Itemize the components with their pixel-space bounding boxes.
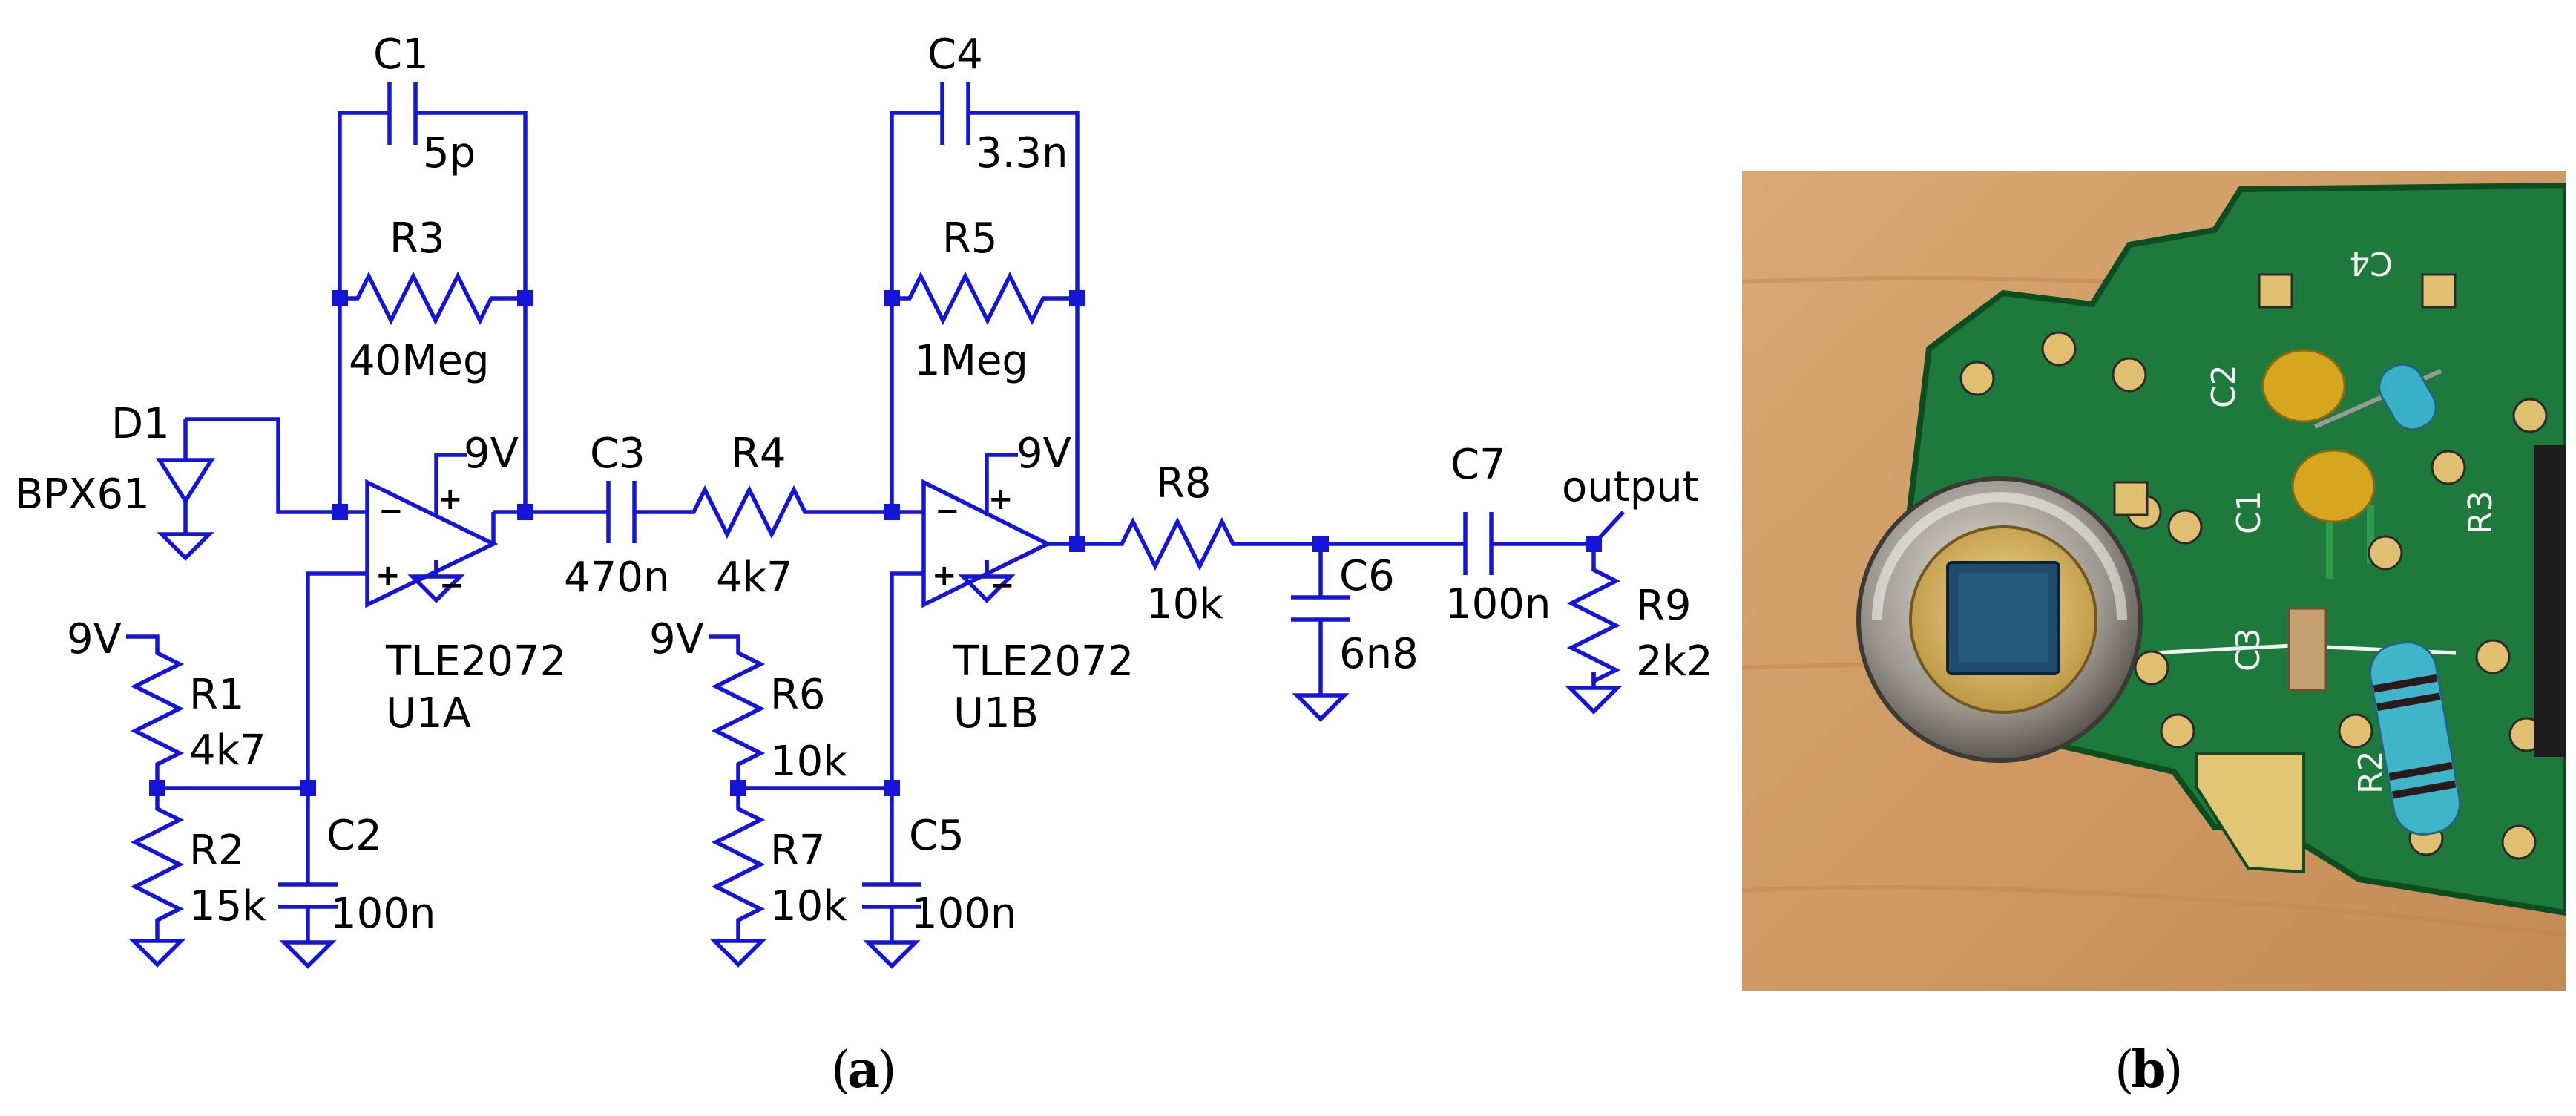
photodiode-d1: [155, 417, 340, 518]
r8-ref: R8: [1156, 459, 1212, 508]
u1b-part: TLE2072: [953, 637, 1134, 686]
r4-value: 4k7: [716, 554, 793, 602]
d1-part: BPX61: [15, 470, 150, 519]
pcb-silkscreen: R3: [2462, 490, 2500, 534]
c2-value: 100n: [330, 890, 436, 938]
opamp-plus-sign: +: [932, 559, 957, 593]
caption-a-letter: a: [847, 1040, 880, 1100]
r6-supply: 9V: [649, 615, 704, 663]
opamp-minus-sign: −: [935, 494, 960, 528]
opamp-plus-sign: +: [375, 559, 401, 593]
bias-network-2: [709, 634, 921, 926]
caption-b: ( b ): [2115, 1040, 2184, 1100]
c5-value: 100n: [911, 890, 1016, 938]
pcb-silkscreen: C3: [2230, 628, 2267, 672]
opamp-plus-sign: +: [988, 482, 1013, 516]
r9-ref: R9: [1636, 582, 1692, 630]
opamp-plus-sign: +: [438, 482, 463, 516]
bias-network-1: [126, 634, 338, 926]
r2-value: 15k: [189, 882, 266, 930]
r6-value: 10k: [770, 738, 847, 786]
pcb-ic: [2534, 445, 2566, 757]
ground-symbol: [1297, 679, 1344, 719]
opamp-u1a: [306, 453, 525, 788]
c4-value: 3.3n: [976, 129, 1068, 177]
c6-ref: C6: [1339, 552, 1395, 600]
ground-symbol: [868, 926, 916, 966]
u1b-supply: 9V: [1016, 430, 1071, 478]
pcb-silkscreen: C1: [2230, 490, 2268, 534]
u1b-ref: U1B: [953, 689, 1039, 738]
opamp-minus-sign: −: [378, 494, 404, 528]
u1a-supply: 9V: [464, 430, 519, 478]
r6-ref: R6: [770, 671, 826, 719]
r8-value: 10k: [1146, 580, 1223, 628]
junction-dots: [149, 290, 1602, 796]
feedback-c1: [338, 82, 528, 512]
feedback-c4: [890, 82, 1080, 544]
c5-ref: C5: [909, 812, 965, 860]
c3-ref: C3: [590, 430, 645, 478]
c6-value: 6n8: [1339, 630, 1419, 678]
r1-value: 4k7: [189, 726, 266, 775]
output-net-label: output: [1562, 463, 1699, 511]
r1-ref: R1: [189, 671, 245, 719]
r7-ref: R7: [770, 827, 826, 875]
r4-ref: R4: [731, 430, 786, 478]
pcb-capacitor: [2287, 607, 2327, 692]
pcb-capacitor: [2291, 449, 2376, 523]
pcb-resistor: [2378, 363, 2437, 431]
ground-symbol: [162, 518, 209, 558]
feedback-r3: [340, 271, 525, 326]
c4-ref: C4: [927, 30, 983, 79]
c7-value: 100n: [1445, 580, 1551, 628]
caption-b-open: (: [2115, 1041, 2135, 1100]
ground-symbol: [714, 925, 762, 965]
u1a-part: TLE2072: [385, 637, 566, 686]
r5-ref: R5: [942, 214, 998, 263]
r3-ref: R3: [390, 214, 445, 263]
c1-value: 5p: [423, 129, 476, 177]
d1-ref: D1: [111, 400, 170, 448]
feedback-r5: [892, 271, 1077, 326]
ground-symbol: [134, 925, 181, 965]
u1a-ref: U1A: [386, 689, 471, 738]
opamp-u1b: [890, 453, 1077, 788]
caption-b-close: ): [2163, 1041, 2184, 1100]
c1-ref: C1: [373, 30, 429, 79]
caption-a: ( a ): [831, 1040, 897, 1100]
coupling-c3-r4: [525, 481, 892, 543]
opamp-minus-sign: −: [439, 568, 464, 603]
r5-value: 1Meg: [914, 337, 1028, 385]
r3-value: 40Meg: [349, 337, 490, 385]
caption-b-letter: b: [2131, 1040, 2166, 1100]
c3-value: 470n: [564, 554, 669, 602]
c7-ref: C7: [1450, 441, 1506, 489]
lowpass-r8-c6: [1077, 516, 1350, 679]
caption-a-open: (: [831, 1041, 851, 1100]
c2-ref: C2: [326, 812, 382, 860]
pcb-capacitor: [2261, 349, 2346, 423]
pcb-photo: C4 C2 C1 R3 C3 R2: [1742, 171, 2566, 991]
r7-value: 10k: [770, 882, 847, 930]
r1-supply: 9V: [67, 615, 122, 663]
schematic: − + + − − + + − C1 5p R3 40Meg D1 BPX61 …: [15, 30, 1713, 966]
pcb-silkscreen: C2: [2205, 364, 2243, 408]
pcb-silkscreen: C4: [2349, 244, 2393, 282]
opamp-minus-sign: −: [990, 568, 1015, 603]
coupling-c7: [1321, 512, 1594, 575]
r9-value: 2k2: [1636, 637, 1713, 686]
r2-ref: R2: [189, 827, 245, 875]
ground-symbol: [284, 926, 332, 966]
caption-a-close: ): [877, 1041, 897, 1100]
